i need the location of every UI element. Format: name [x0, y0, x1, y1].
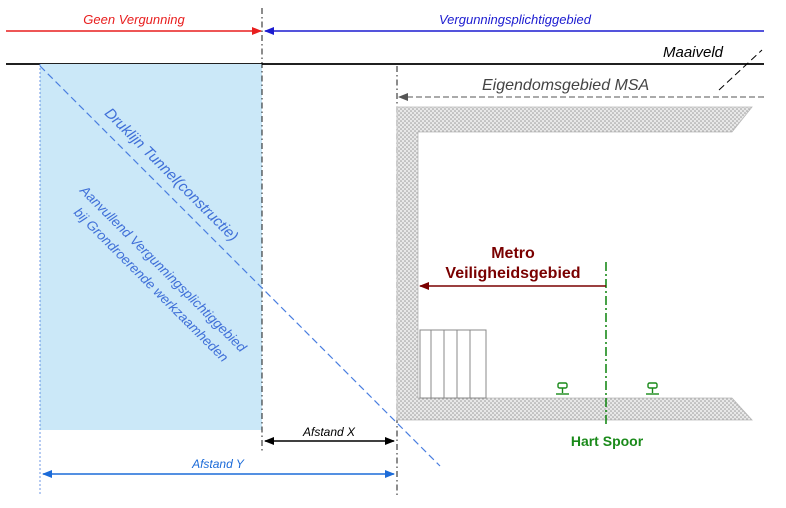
vergunningsplichtig-label: Vergunningsplichtiggebied [439, 12, 592, 27]
aanvullend-zone [40, 64, 262, 430]
rail-right-icon [646, 382, 659, 395]
hart-spoor-label: Hart Spoor [571, 433, 644, 449]
afstand-x-label: Afstand X [302, 425, 356, 439]
afstand-y-label: Afstand Y [191, 457, 245, 471]
maaiveld-label: Maaiveld [663, 44, 724, 61]
maaiveld-slope-dashed [718, 49, 763, 91]
rail-left-icon [556, 382, 569, 395]
platform-element [419, 329, 487, 399]
metro-label-line2: Veiligheidsgebied [445, 265, 580, 282]
tunnel-structure [396, 106, 753, 421]
metro-label-line1: Metro [491, 245, 535, 262]
geen-vergunning-label: Geen Vergunning [83, 12, 185, 27]
druklijn-line [39, 65, 441, 467]
eigendomsgebied-label: Eigendomsgebied MSA [482, 77, 649, 94]
